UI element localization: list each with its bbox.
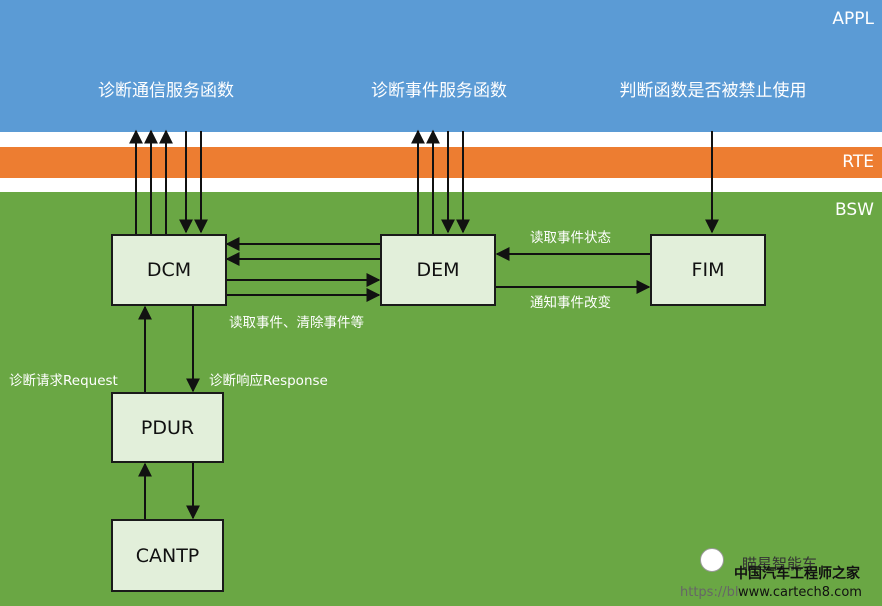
pdur-module[interactable]: PDUR [111, 392, 224, 463]
dem-module[interactable]: DEM [380, 234, 496, 306]
dcm-dem-arrows [225, 237, 381, 302]
cantp-module-label: CANTP [135, 544, 200, 567]
fim-reads-event-status-annotation: 读取事件状态 [530, 230, 611, 246]
fim-module[interactable]: FIM [650, 234, 766, 306]
dem-module-label: DEM [416, 259, 460, 281]
dem-fim-arrows [495, 247, 651, 294]
watermark-site: 中国汽车工程师之家 [734, 566, 860, 582]
appl-layer: APPL [0, 0, 882, 132]
appl-layer-label: APPL [832, 9, 874, 29]
diagnostic-request-annotation: 诊断请求Request [9, 373, 118, 389]
cantp-module[interactable]: CANTP [111, 519, 224, 592]
dcm-rte-arrows [129, 129, 208, 234]
pdur-module-label: PDUR [140, 416, 195, 439]
diagnostic-response-annotation: 诊断响应Response [209, 373, 328, 389]
rte-layer: RTE [0, 147, 882, 178]
watermark-blog: https://bl [680, 585, 739, 600]
appl-function-inhibition-check: 判断函数是否被禁止使用 [619, 81, 807, 101]
appl-function-diagnostic-event: 诊断事件服务函数 [371, 81, 507, 101]
fim-module-label: FIM [691, 259, 725, 281]
rte-layer-label: RTE [842, 152, 874, 172]
watermark-url[interactable]: www.cartech8.com [738, 585, 862, 600]
dcm-pdur-arrows [138, 305, 200, 393]
bsw-layer-label: BSW [835, 200, 874, 220]
dcm-module-label: DCM [146, 259, 192, 281]
dcm-module[interactable]: DCM [111, 234, 227, 306]
pdur-cantp-arrows [138, 462, 200, 520]
appl-function-diagnostic-communication: 诊断通信服务函数 [98, 81, 234, 101]
dem-rte-arrows [411, 129, 470, 234]
dcm-dem-annotation: 读取事件、清除事件等 [229, 315, 364, 331]
dem-notifies-event-change-annotation: 通知事件改变 [530, 295, 611, 311]
watermark-brand: 瞄星智能车 [742, 555, 818, 573]
wechat-logo-icon [700, 548, 724, 572]
